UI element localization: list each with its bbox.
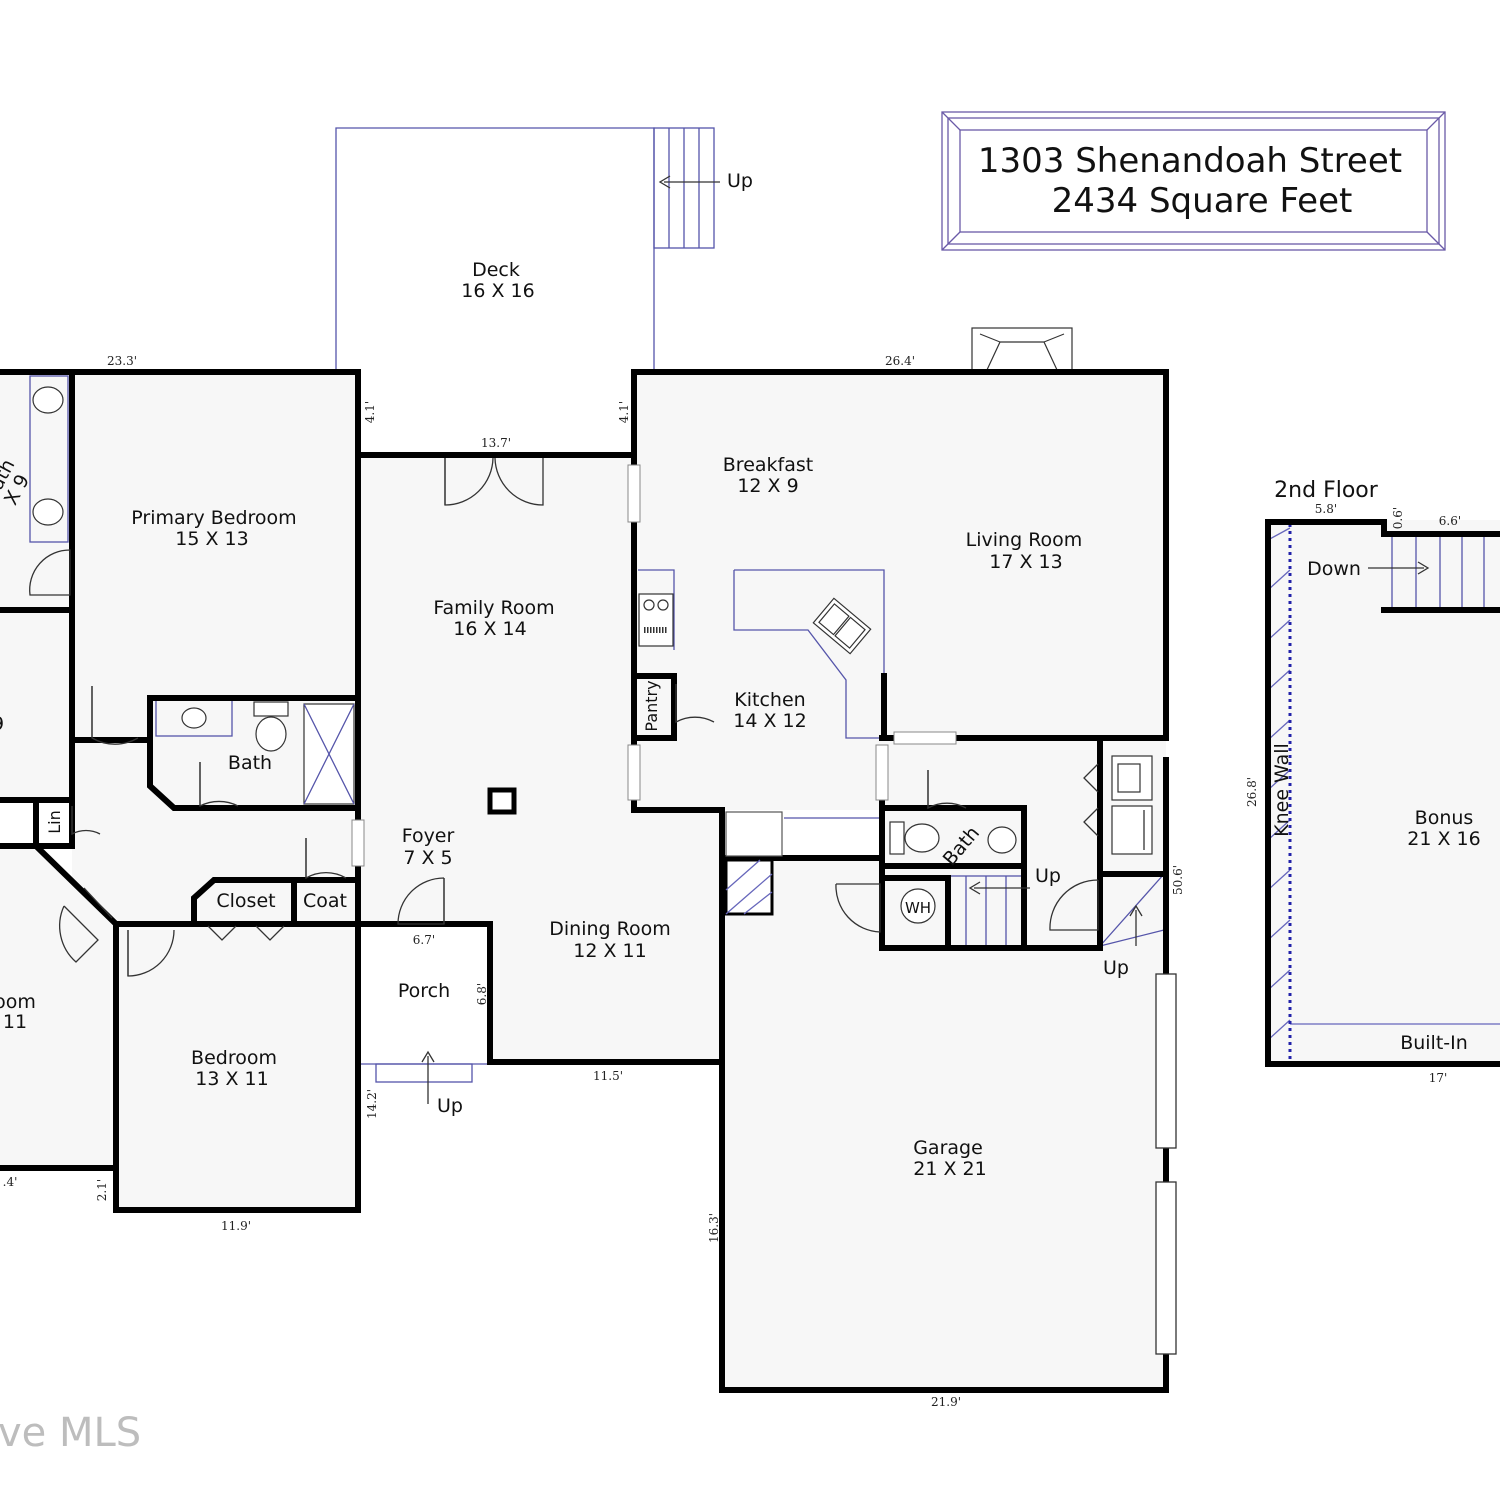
porch-name: Porch — [398, 980, 450, 1002]
toilet-icon — [253, 701, 289, 752]
address-title: 1303 Shenandoah Street — [978, 141, 1402, 181]
dining-room-size: 12 X 11 — [573, 940, 646, 962]
family-room-size: 16 X 14 — [453, 618, 526, 640]
bonus-name: Bonus — [1415, 807, 1474, 829]
breakfast-size: 12 X 9 — [737, 475, 798, 497]
dim-bottom-left-side: 2.1' — [95, 1179, 109, 1201]
misc-labels: 2nd Floor Knee Wall Built-In Down Up Up … — [437, 170, 1468, 1117]
breakfast-name: Breakfast — [723, 454, 813, 476]
dim-deck-width: 13.7' — [481, 436, 511, 450]
closet-name: Closet — [216, 890, 275, 912]
dim-bonus-top-a: 5.8' — [1315, 502, 1337, 516]
sink-icon — [181, 707, 207, 729]
stairs-up-label: Up — [1035, 865, 1061, 887]
kitchen-size: 14 X 12 — [733, 710, 806, 732]
column-icon — [487, 787, 517, 815]
porch-up-label: Up — [437, 1095, 463, 1117]
left-bedroom-size: 11 — [3, 1011, 27, 1033]
linen-name: Lin — [45, 810, 64, 834]
dim-bonus-bottom: 17' — [1429, 1071, 1448, 1085]
bedroom-name: Bedroom — [191, 1047, 277, 1069]
pantry-name: Pantry — [642, 680, 661, 731]
sink-icon — [32, 386, 64, 414]
dim-bedroom-bottom: 11.9' — [221, 1219, 251, 1233]
room-labels: Deck 16 X 16 Bath X 9 Primary Bedroom 15… — [0, 259, 1481, 1180]
deck-size: 16 X 16 — [461, 280, 534, 302]
toilet-icon — [889, 821, 940, 855]
dimension-labels: 23.3' 26.4' 4.1' 4.1' 13.7' 6.7' 6.8' 14… — [3, 354, 1462, 1409]
primary-bedroom-size: 15 X 13 — [175, 528, 248, 550]
shower-icon — [303, 703, 355, 805]
doors — [29, 457, 1099, 977]
dim-right-side: 50.6' — [1171, 865, 1185, 895]
primary-bedroom-name: Primary Bedroom — [131, 507, 296, 529]
down-label: Down — [1307, 558, 1361, 580]
stair-arrows — [421, 175, 1430, 1104]
deck-outline — [335, 127, 655, 370]
dim-bonus-side: 26.8' — [1245, 777, 1259, 807]
openings — [351, 464, 1177, 1355]
bonus-size: 21 X 16 — [1407, 828, 1480, 850]
water-heater-label: WH — [905, 899, 931, 917]
kitchen-name: Kitchen — [734, 689, 805, 711]
knee-wall-hatch — [1267, 524, 1292, 1062]
family-room-name: Family Room — [433, 597, 554, 619]
dim-bonus-top-b: 0.6' — [1391, 507, 1405, 529]
title-box: 1303 Shenandoah Street 2434 Square Feet — [941, 111, 1446, 251]
dim-dining-bottom: 11.5' — [593, 1069, 623, 1083]
built-in-label: Built-In — [1400, 1032, 1468, 1054]
left-room-size: 9 — [0, 713, 4, 735]
washer-dryer-icon — [1111, 755, 1153, 855]
hatched-area — [724, 858, 774, 916]
dining-room-name: Dining Room — [549, 918, 670, 940]
water-heater-icon — [900, 888, 936, 924]
second-floor-label: 2nd Floor — [1274, 478, 1379, 503]
sink-icon — [32, 498, 64, 526]
knee-wall-label: Knee Wall — [1271, 743, 1293, 837]
deck-up-label: Up — [727, 170, 753, 192]
coat-name: Coat — [303, 890, 347, 912]
living-room-size: 17 X 13 — [989, 551, 1062, 573]
garage-name: Garage — [913, 1137, 983, 1159]
dim-foyer-width: 6.7' — [413, 933, 435, 947]
left-bedroom-name: oom — [0, 991, 36, 1013]
deck-name: Deck — [472, 259, 520, 281]
garage-up-label: Up — [1103, 957, 1129, 979]
dim-deck-left: 4.1' — [363, 401, 377, 423]
kitchen-sink-icon — [812, 597, 872, 655]
dim-garage-side: 16.3' — [707, 1213, 721, 1243]
walls — [0, 369, 1500, 1393]
watermark: ve MLS — [0, 1410, 141, 1456]
foyer-name: Foyer — [402, 825, 455, 847]
fireplace — [971, 327, 1073, 373]
dim-porch-depth: 14.2' — [365, 1089, 379, 1119]
living-room-name: Living Room — [966, 529, 1083, 551]
dim-bottom-left: .4' — [3, 1175, 18, 1189]
bedroom-size: 13 X 11 — [195, 1068, 268, 1090]
range-icon — [638, 593, 674, 647]
bath-name: Bath — [228, 752, 272, 774]
sink-icon — [987, 826, 1017, 854]
bonus-stairs — [1391, 536, 1485, 608]
deck-stairs — [653, 127, 715, 249]
dim-porch-side: 6.8' — [475, 983, 489, 1005]
dim-top-right: 26.4' — [885, 354, 915, 368]
fixtures — [32, 386, 1153, 924]
area-title: 2434 Square Feet — [1052, 181, 1353, 221]
foyer-size: 7 X 5 — [403, 847, 452, 869]
garage-size: 21 X 21 — [913, 1158, 986, 1180]
dim-garage-bottom: 21.9' — [931, 1395, 961, 1409]
dim-bonus-top-c: 6.6' — [1439, 514, 1461, 528]
dim-top-left: 23.3' — [107, 354, 137, 368]
dim-deck-right: 4.1' — [617, 401, 631, 423]
